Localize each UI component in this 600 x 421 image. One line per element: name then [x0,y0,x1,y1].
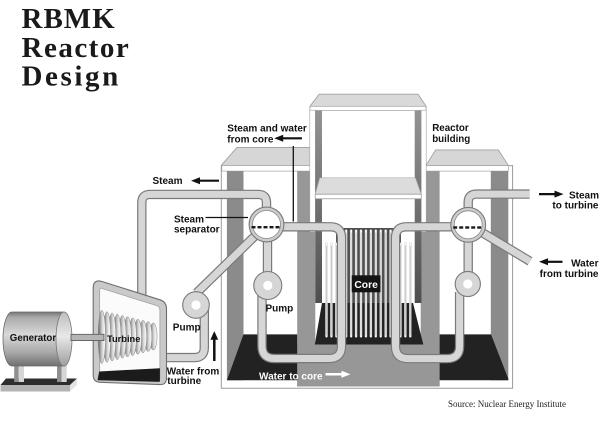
svg-text:Steam: Steam [569,191,599,202]
svg-text:Water to core: Water to core [259,372,323,383]
svg-text:Steam: Steam [153,176,183,187]
svg-text:RBMK: RBMK [22,3,116,35]
svg-text:to turbine: to turbine [552,200,599,211]
svg-text:Reactor: Reactor [22,32,131,64]
svg-text:Steam and water: Steam and water [227,123,307,134]
svg-text:Core: Core [354,280,378,291]
svg-text:building: building [432,134,470,145]
svg-text:from core: from core [227,135,274,146]
svg-text:turbine: turbine [167,376,201,387]
svg-text:Pump: Pump [173,322,201,333]
svg-text:Source: Nuclear Energy Institu: Source: Nuclear Energy Institute [448,399,566,409]
svg-text:separator: separator [174,224,220,235]
svg-text:Pump: Pump [266,304,294,315]
svg-text:Reactor: Reactor [432,123,469,134]
svg-text:Design: Design [22,61,121,93]
svg-text:Water from: Water from [167,367,220,378]
svg-text:Turbine: Turbine [107,334,140,344]
svg-text:Generator: Generator [10,333,57,344]
svg-text:from turbine: from turbine [540,269,599,280]
svg-text:Water: Water [571,258,599,269]
svg-text:Steam: Steam [174,215,204,226]
